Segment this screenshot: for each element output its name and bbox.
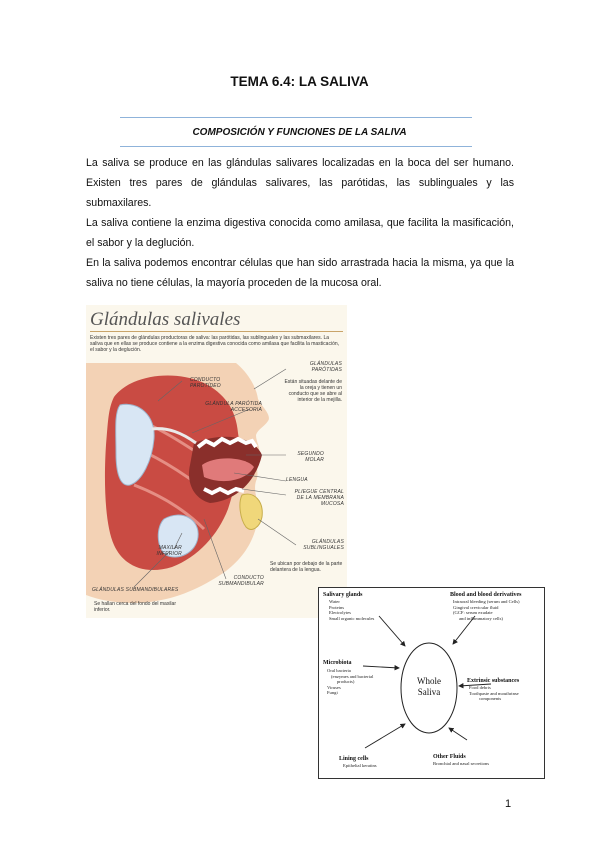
arrow-lining bbox=[364, 723, 406, 749]
arrow-microbiota bbox=[362, 665, 400, 671]
label-glandula-parotida-accesoria: Glándula parótida accesoria bbox=[205, 401, 262, 413]
other-heading: Other Fluids bbox=[433, 754, 466, 760]
submandibular-gland bbox=[157, 514, 199, 558]
paragraph-glands: La saliva se produce en las glándulas sa… bbox=[86, 157, 514, 209]
label-submandibulares-desc: Se hallan cerca del fondo del maxilar in… bbox=[94, 601, 176, 613]
page-title: TEMA 6.4: LA SALIVA bbox=[230, 74, 369, 89]
microbiota-item-1: (enzymes and bacterial bbox=[331, 673, 374, 679]
blood-item-0: Intraoral bleeding (serum and Cells) bbox=[453, 599, 520, 604]
head-illustration bbox=[86, 363, 297, 603]
body-text: La saliva se produce en las glándulas sa… bbox=[86, 153, 514, 293]
blood-item-1: Gingival crevicular fluid bbox=[453, 604, 499, 610]
blood-item-2: (GCF: serum exudate bbox=[453, 610, 493, 615]
arrow-salivary-glands bbox=[378, 615, 406, 647]
center-label-text: Whole Saliva bbox=[417, 676, 441, 697]
label-conducto-submandibular: Conducto submandibular bbox=[218, 575, 264, 587]
label-segundo-molar: Segundo molar bbox=[297, 451, 324, 463]
other-item-0: Bronchial and nasal secretions bbox=[433, 761, 489, 766]
parotid-gland bbox=[115, 403, 155, 486]
label-maxilar-inferior: Maxilar inferior bbox=[156, 545, 182, 557]
figure-title-rule bbox=[90, 331, 343, 332]
extrinsic-heading: Extrinsic substances bbox=[467, 678, 520, 684]
sublingual-gland bbox=[239, 493, 263, 530]
divider-top bbox=[120, 117, 472, 118]
microbiota-item-3: Viruses bbox=[327, 684, 341, 690]
arrow-other bbox=[448, 727, 468, 741]
label-glandulas-sublinguales: Glándulas sublinguales bbox=[303, 539, 344, 551]
blood-heading: Blood and blood derivatives bbox=[450, 592, 522, 598]
label-glandulas-submandibulares: Glándulas submandibulares bbox=[92, 587, 179, 593]
label-glandulas-parotidas: Glándulas parótidas bbox=[309, 361, 342, 373]
salivary-glands-figure: Glándulas salivales Existen tres pares d… bbox=[86, 305, 347, 618]
arrow-blood bbox=[452, 615, 476, 645]
figure-title: Glándulas salivales bbox=[90, 309, 241, 330]
parotid-duct bbox=[151, 427, 197, 445]
blood-item-3: and inflammatory cells) bbox=[459, 615, 503, 621]
lower-teeth bbox=[203, 486, 245, 496]
salivary-item-water: Water bbox=[329, 599, 340, 604]
salivary-item-small-organic: Small organic molecules bbox=[329, 615, 375, 621]
center-label: Whole Saliva bbox=[409, 676, 449, 698]
lining-heading: Lining cells bbox=[339, 756, 369, 762]
arrow-extrinsic bbox=[458, 683, 492, 689]
section-subtitle: COMPOSICIÓN Y FUNCIONES DE LA SALIVA bbox=[192, 127, 407, 138]
microbiota-item-0: Oral bacteria bbox=[327, 668, 351, 673]
paragraph-cells: En la saliva podemos encontrar células q… bbox=[86, 257, 514, 289]
leader-lines bbox=[133, 368, 297, 588]
salivary-glands-heading: Salivary glands bbox=[323, 592, 363, 598]
salivary-item-proteins: Proteins bbox=[329, 604, 345, 610]
page-number: 1 bbox=[505, 798, 512, 810]
diagram-arrows bbox=[362, 615, 492, 749]
divider-bottom bbox=[120, 146, 472, 147]
figure-intro: Existen tres pares de glándulas producto… bbox=[90, 335, 340, 353]
lining-item-0: Epithelial keratins bbox=[343, 763, 377, 768]
label-conducto-parotideo: Conducto parotídeo bbox=[190, 377, 221, 389]
extrinsic-item-1: Toothpaste and mouthrinse bbox=[469, 690, 519, 696]
whole-saliva-diagram: Whole Saliva Salivary glands Water Prote… bbox=[318, 587, 545, 779]
tongue bbox=[202, 458, 254, 482]
salivary-item-electrolytes: Electrolytes bbox=[329, 610, 351, 615]
center-ellipse bbox=[400, 642, 458, 734]
label-parotidas-desc: Están situadas delante de la oreja y tie… bbox=[284, 379, 342, 403]
label-sublinguales-desc: Se ubican por debajo de la parte delante… bbox=[270, 561, 343, 573]
microbiota-item-2: products) bbox=[337, 679, 355, 684]
label-pliegue: Pliegue central de la membrana mucosa bbox=[294, 489, 344, 507]
diagram-graphics bbox=[362, 615, 492, 749]
microbiota-item-4: Fungi bbox=[327, 690, 338, 695]
extrinsic-item-0: Food debris bbox=[469, 685, 491, 690]
upper-teeth bbox=[196, 436, 258, 449]
microbiota-heading: Microbiota bbox=[323, 660, 352, 666]
paragraph-amylase: La saliva contiene la enzima digestiva c… bbox=[86, 217, 514, 249]
label-lengua: Lengua bbox=[286, 477, 308, 483]
extrinsic-item-2: components bbox=[479, 696, 502, 701]
